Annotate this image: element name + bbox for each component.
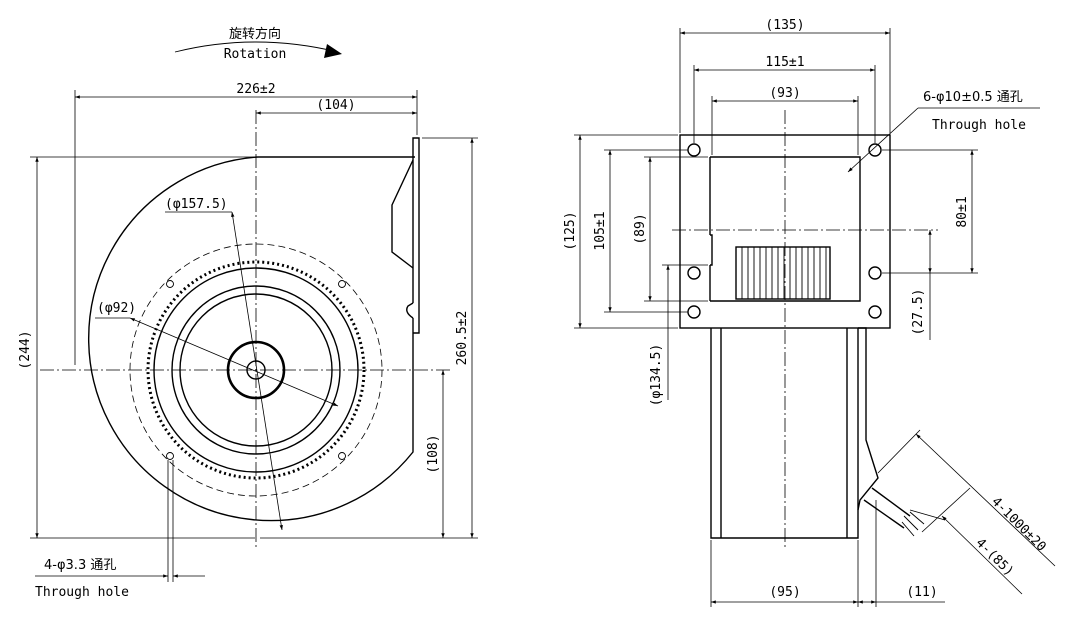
- mount-hole-en: Through hole: [35, 585, 129, 600]
- side-view: (135) 115±1 (93) 6-φ10±0.5 通孔 Through ho…: [563, 18, 1056, 607]
- dim-width: 226±2: [236, 82, 275, 97]
- dim-line: [941, 515, 1023, 595]
- rotation-arrowhead: [324, 44, 342, 58]
- dim-lead-length: 4-1000±20: [988, 494, 1048, 554]
- dim-motor-offset: (11): [906, 585, 937, 600]
- front-view: 旋转方向 Rotation 226±2 (104) (φ: [18, 26, 478, 600]
- mount-hole-3: [166, 452, 174, 460]
- ext-line: [921, 487, 971, 533]
- dim-leader: [231, 211, 283, 531]
- outlet-taper: [391, 159, 414, 269]
- flange-hole: [687, 305, 701, 319]
- flange-holes: [687, 143, 882, 319]
- impeller-side: [735, 246, 831, 300]
- impeller-blades: [146, 260, 366, 480]
- ext-line: [909, 509, 946, 521]
- flange-hole: [868, 266, 882, 280]
- flange-hole: [868, 305, 882, 319]
- dim-lead-strip: 4-(85): [973, 536, 1017, 580]
- outlet-flange: [412, 137, 420, 334]
- ext-line: [877, 429, 921, 474]
- rotation-label-cn: 旋转方向: [229, 26, 281, 42]
- dim-line: [915, 433, 1056, 567]
- dim-hole-pitch-v: 105±1: [593, 211, 608, 250]
- rotation-arrow: [174, 41, 339, 53]
- dim-offset: (27.5): [911, 289, 926, 336]
- scroll-housing: [88, 156, 415, 522]
- motor-housing: [857, 327, 879, 511]
- dim-side-pitch: 80±1: [955, 196, 970, 227]
- mount-hole-2: [338, 280, 346, 288]
- dim-outlet-offset: (104): [316, 98, 355, 113]
- rotation-label-en: Rotation: [224, 47, 287, 62]
- dim-leader: [847, 107, 919, 173]
- dim-body-width: (95): [769, 585, 800, 600]
- flange-hole: [687, 143, 701, 157]
- cable-sheath: [863, 487, 911, 529]
- mount-hole-1: [166, 280, 174, 288]
- outlet-step: [710, 234, 713, 266]
- flange-hole-en: Through hole: [932, 118, 1026, 133]
- dim-center-height: (108): [426, 434, 441, 473]
- mount-hole-4: [338, 452, 346, 460]
- dim-inlet-dia: (φ92): [97, 301, 136, 316]
- mount-hole-spec: 4-φ3.3 通孔: [44, 558, 116, 573]
- dim-leader: [129, 317, 339, 407]
- cable-wires: [901, 511, 925, 537]
- impeller-fins: [741, 247, 827, 299]
- dim-height-right: 260.5±2: [455, 311, 470, 366]
- flange-hole: [868, 143, 882, 157]
- dim-height-left: (244): [18, 330, 33, 369]
- dim-inner-height: (89): [633, 213, 648, 244]
- dim-outer-width: (135): [765, 18, 804, 33]
- dim-hole-pitch: 115±1: [765, 55, 804, 70]
- housing-body: [710, 328, 859, 539]
- flange-hole: [687, 266, 701, 280]
- flange-hole-spec: 6-φ10±0.5 通孔: [923, 90, 1023, 105]
- dim-fan-dia: (φ157.5): [165, 197, 228, 212]
- dim-outer-height: (125): [563, 211, 578, 250]
- dim-housing-dia: (φ134.5): [649, 344, 664, 407]
- dim-inner-width: (93): [769, 86, 800, 101]
- housing-notch: [406, 302, 414, 319]
